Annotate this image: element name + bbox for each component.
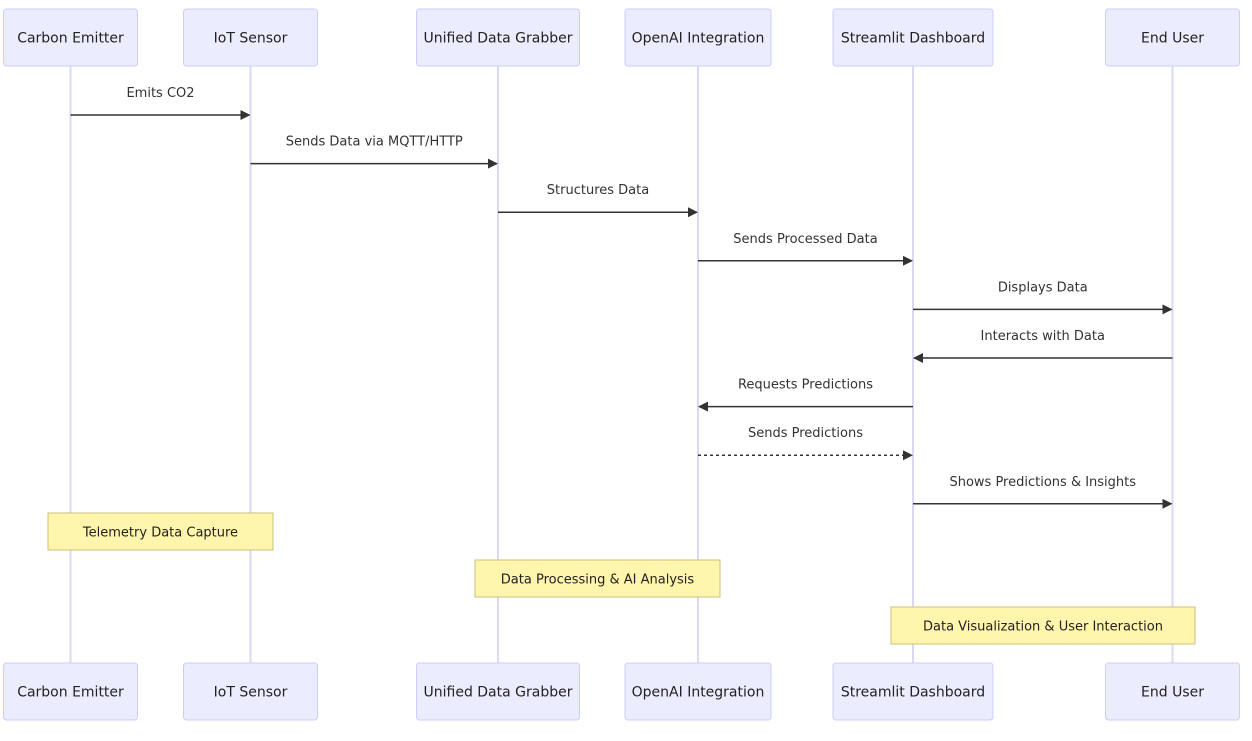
message-emits-co2: Emits CO2 xyxy=(70,86,251,120)
participant-emitter-top: Carbon Emitter xyxy=(3,8,138,67)
participant-openai-top: OpenAI Integration xyxy=(624,8,772,67)
participant-box xyxy=(416,662,580,721)
participant-label: End User xyxy=(1141,31,1204,47)
participant-user-top: End User xyxy=(1105,8,1240,67)
message-label: Requests Predictions xyxy=(738,378,873,393)
note-data-visualization-user-interaction: Data Visualization & User Interaction xyxy=(890,606,1196,645)
note-box xyxy=(47,512,274,551)
participant-box xyxy=(624,8,772,67)
note-label: Data Visualization & User Interaction xyxy=(923,620,1163,635)
participant-label: Unified Data Grabber xyxy=(424,31,573,47)
participant-label: Streamlit Dashboard xyxy=(841,31,985,47)
participant-label: Carbon Emitter xyxy=(17,685,124,701)
note-telemetry-data-capture: Telemetry Data Capture xyxy=(47,512,274,551)
message-structures-data: Structures Data xyxy=(498,183,698,218)
participant-sensor-top: IoT Sensor xyxy=(183,8,318,67)
participant-grabber-top: Unified Data Grabber xyxy=(416,8,580,67)
participant-box xyxy=(832,8,994,67)
participant-dashboard-bottom: Streamlit Dashboard xyxy=(832,662,994,721)
participant-box xyxy=(832,662,994,721)
participant-box xyxy=(183,662,318,721)
note-data-processing-ai-analysis: Data Processing & AI Analysis xyxy=(474,559,721,598)
participant-label: IoT Sensor xyxy=(214,31,288,47)
participant-grabber-bottom: Unified Data Grabber xyxy=(416,662,580,721)
participant-label: IoT Sensor xyxy=(214,685,288,701)
message-requests-predictions: Requests Predictions xyxy=(698,378,913,412)
message-shows-predictions-insights: Shows Predictions & Insights xyxy=(913,475,1173,509)
participant-label: Carbon Emitter xyxy=(17,31,124,47)
participant-user-bottom: End User xyxy=(1105,662,1240,721)
participant-label: OpenAI Integration xyxy=(632,31,765,47)
participant-box xyxy=(1105,8,1240,67)
message-label: Emits CO2 xyxy=(126,86,194,101)
message-interacts-with-data: Interacts with Data xyxy=(913,329,1173,363)
participant-label: Unified Data Grabber xyxy=(424,685,573,701)
note-box xyxy=(474,559,721,598)
note-box xyxy=(890,606,1196,645)
message-sends-predictions: Sends Predictions xyxy=(698,426,913,461)
participant-label: End User xyxy=(1141,685,1204,701)
participant-sensor-bottom: IoT Sensor xyxy=(183,662,318,721)
participant-emitter-bottom: Carbon Emitter xyxy=(3,662,138,721)
message-sends-data-via-mqtt-http: Sends Data via MQTT/HTTP xyxy=(250,135,498,169)
participant-box xyxy=(624,662,772,721)
participant-dashboard-top: Streamlit Dashboard xyxy=(832,8,994,67)
message-label: Sends Processed Data xyxy=(733,232,877,247)
participant-label: OpenAI Integration xyxy=(632,685,765,701)
participant-label: Streamlit Dashboard xyxy=(841,685,985,701)
participant-openai-bottom: OpenAI Integration xyxy=(624,662,772,721)
message-sends-processed-data: Sends Processed Data xyxy=(698,232,913,266)
message-displays-data: Displays Data xyxy=(913,280,1173,315)
participant-box xyxy=(3,8,138,67)
participant-box xyxy=(416,8,580,67)
note-label: Telemetry Data Capture xyxy=(82,526,238,541)
message-label: Sends Predictions xyxy=(748,426,863,441)
participant-box xyxy=(3,662,138,721)
message-label: Shows Predictions & Insights xyxy=(949,475,1136,490)
participant-box xyxy=(1105,662,1240,721)
message-label: Interacts with Data xyxy=(981,329,1105,344)
message-label: Structures Data xyxy=(547,183,649,198)
participant-box xyxy=(183,8,318,67)
message-label: Sends Data via MQTT/HTTP xyxy=(286,135,463,150)
message-label: Displays Data xyxy=(998,280,1088,295)
note-label: Data Processing & AI Analysis xyxy=(501,573,695,588)
